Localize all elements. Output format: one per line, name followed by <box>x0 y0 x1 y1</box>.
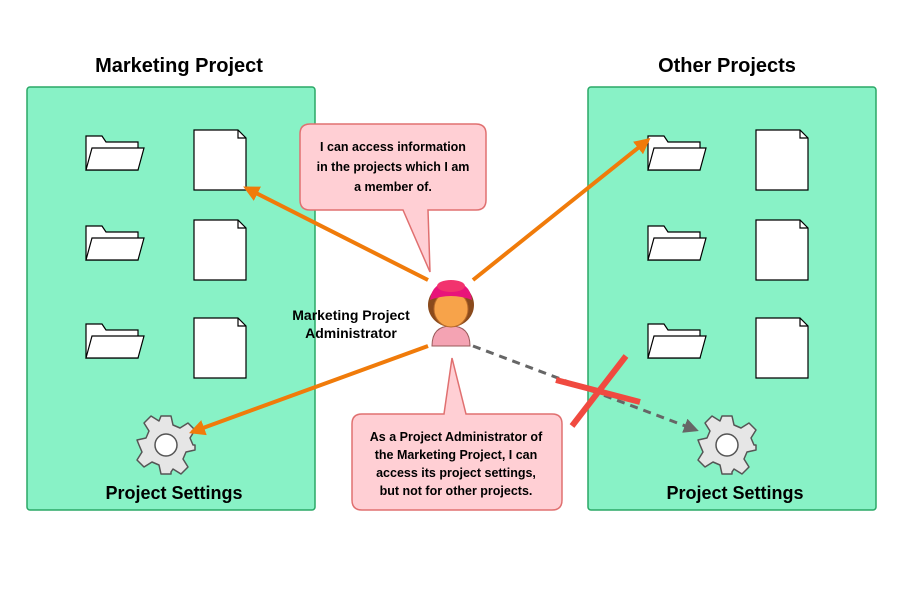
user-label-line-1: Marketing Project <box>292 307 410 323</box>
gear-icon <box>136 415 196 475</box>
access-arrows <box>188 138 699 436</box>
top-bubble-line-2: in the projects which I am <box>317 160 470 174</box>
other-projects-panel: Other Projects Project Settings <box>587 55 877 511</box>
document-icon <box>755 317 809 379</box>
other-projects-title: Other Projects <box>658 55 796 77</box>
marketing-project-title: Marketing Project <box>95 55 263 77</box>
bottom-bubble-line-2: the Marketing Project, I can <box>375 448 538 462</box>
bottom-bubble-line-1: As a Project Administrator of <box>370 430 543 444</box>
marketing-project-panel: Marketing Project Project Settings <box>26 55 316 511</box>
user-avatar-icon <box>428 280 474 347</box>
gear-icon <box>697 415 757 475</box>
document-icon <box>755 129 809 191</box>
document-icon <box>193 317 247 379</box>
document-icon <box>755 219 809 281</box>
bottom-bubble-line-4: but not for other projects. <box>380 484 533 498</box>
arrow-to-marketing-settings <box>188 344 429 436</box>
bottom-bubble-line-3: access its project settings, <box>376 466 536 480</box>
denied-cross-icon <box>555 354 641 428</box>
arrow-to-marketing-document <box>243 186 429 282</box>
arrow-to-other-folder <box>471 138 651 282</box>
top-bubble-line-3: a member of. <box>354 180 432 194</box>
other-projects-settings-label: Project Settings <box>666 483 803 503</box>
top-bubble-line-1: I can access information <box>320 140 466 154</box>
marketing-project-box <box>26 86 316 511</box>
other-projects-box <box>587 86 877 511</box>
document-icon <box>193 129 247 191</box>
marketing-project-settings-label: Project Settings <box>105 483 242 503</box>
document-icon <box>193 219 247 281</box>
bottom-speech-bubble: As a Project Administrator of the Market… <box>351 357 563 511</box>
user-label-line-2: Administrator <box>305 325 397 341</box>
top-speech-bubble: I can access information in the projects… <box>299 123 487 273</box>
